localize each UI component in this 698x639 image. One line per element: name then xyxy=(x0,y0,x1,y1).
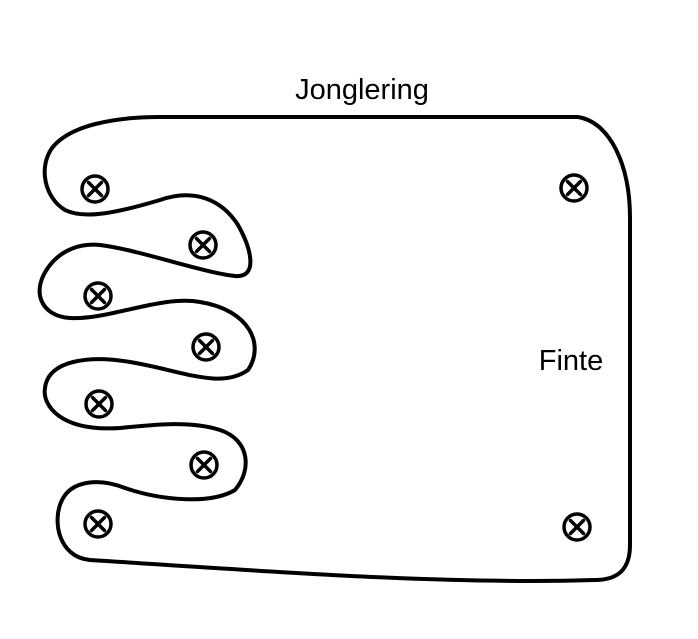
marker-feint-bottom-circled-x-icon xyxy=(562,512,592,542)
juggling-label: Jonglering xyxy=(295,74,429,106)
marker-juggling-4-circled-x-icon xyxy=(191,332,221,362)
feint-label: Finte xyxy=(539,345,603,377)
marker-juggling-7-circled-x-icon xyxy=(83,509,113,539)
marker-juggling-5-circled-x-icon xyxy=(84,389,114,419)
diagram-outline xyxy=(37,115,632,583)
marker-feint-top-circled-x-icon xyxy=(559,173,589,203)
marker-juggling-3-circled-x-icon xyxy=(83,281,113,311)
marker-juggling-1-circled-x-icon xyxy=(80,174,110,204)
marker-juggling-6-circled-x-icon xyxy=(189,450,219,480)
marker-juggling-2-circled-x-icon xyxy=(188,230,218,260)
